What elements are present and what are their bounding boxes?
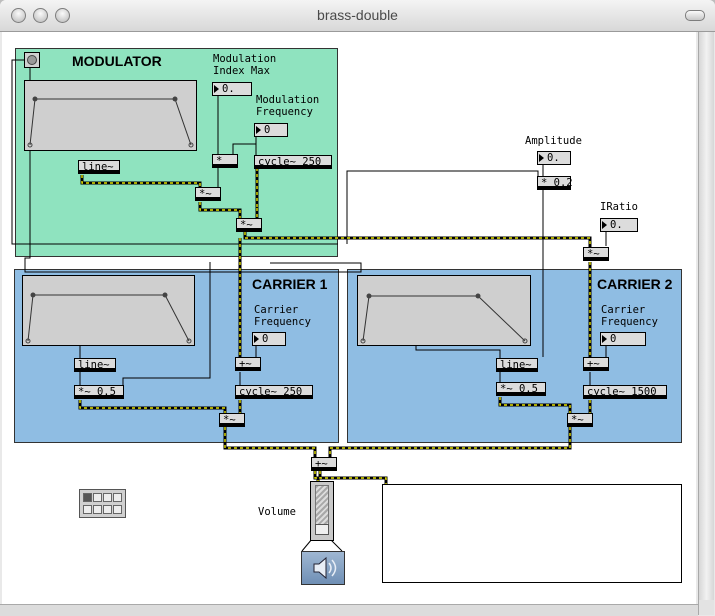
- carrier2-frequency-number[interactable]: 0: [600, 332, 646, 346]
- modulation-frequency-label: Modulation Frequency: [256, 94, 320, 118]
- modulation-frequency-number[interactable]: 0: [254, 123, 288, 137]
- output-sum-object[interactable]: +~: [311, 457, 337, 471]
- carrier1-scale-object[interactable]: *~ 0.5: [74, 385, 124, 399]
- carrier2-line-object[interactable]: line~: [496, 358, 538, 372]
- mod-signal-mult-1[interactable]: *~: [195, 187, 221, 201]
- mod-cycle-object[interactable]: cycle~ 250: [254, 155, 332, 169]
- minimize-button[interactable]: [33, 8, 48, 23]
- volume-label: Volume: [258, 506, 296, 518]
- carrier2-add-object[interactable]: +~: [583, 357, 609, 371]
- window-title: brass-double: [317, 7, 398, 23]
- zoom-button[interactable]: [55, 8, 70, 23]
- carrier1-frequency-label: Carrier Frequency: [254, 304, 311, 328]
- horizontal-scrollbar[interactable]: [0, 604, 698, 616]
- volume-slider[interactable]: [310, 481, 334, 541]
- carrier1-mult-object[interactable]: *~: [219, 413, 245, 427]
- dsp-toggle[interactable]: [24, 52, 40, 68]
- modulation-index-number[interactable]: 0.: [212, 82, 252, 96]
- matrix-control[interactable]: [79, 489, 126, 518]
- amplitude-number[interactable]: 0.: [537, 151, 571, 165]
- resize-handle[interactable]: [698, 600, 714, 615]
- modulation-index-label: Modulation Index Max: [213, 53, 277, 77]
- modulator-title: MODULATOR: [72, 53, 162, 69]
- carrier1-envelope-function[interactable]: [22, 275, 195, 346]
- title-bar[interactable]: brass-double: [0, 0, 715, 32]
- close-button[interactable]: [11, 8, 26, 23]
- carrier2-envelope-function[interactable]: [357, 275, 531, 346]
- speaker-icon: [313, 556, 337, 580]
- iratio-number[interactable]: 0.: [600, 218, 638, 232]
- speaker-button[interactable]: [301, 551, 345, 585]
- mod-signal-mult-2[interactable]: *~: [236, 218, 262, 232]
- carrier2-cycle-object[interactable]: cycle~ 1500: [583, 385, 667, 399]
- toolbar-toggle-button[interactable]: [685, 10, 705, 21]
- carrier1-frequency-number[interactable]: 0: [252, 332, 286, 346]
- carrier2-title: CARRIER 2: [597, 276, 673, 292]
- carrier1-line-object[interactable]: line~: [74, 358, 116, 372]
- amplitude-mult-object[interactable]: * 0.2: [537, 176, 573, 190]
- carrier1-add-object[interactable]: +~: [235, 357, 261, 371]
- iratio-mult-object[interactable]: *~: [583, 247, 609, 261]
- carrier2-mult-object[interactable]: *~: [567, 413, 593, 427]
- vertical-scrollbar[interactable]: [698, 32, 714, 602]
- carrier2-scale-object[interactable]: *~ 0.5: [496, 382, 546, 396]
- scope-display: [382, 484, 682, 583]
- modulator-envelope-function[interactable]: [24, 80, 197, 151]
- mod-line-object[interactable]: line~: [78, 160, 120, 174]
- iratio-label: IRatio: [600, 201, 638, 213]
- carrier2-frequency-label: Carrier Frequency: [601, 304, 658, 328]
- carrier1-cycle-object[interactable]: cycle~ 250: [235, 385, 313, 399]
- amplitude-label: Amplitude: [525, 135, 582, 147]
- carrier1-title: CARRIER 1: [252, 276, 328, 292]
- mod-mult-object[interactable]: *: [212, 154, 238, 168]
